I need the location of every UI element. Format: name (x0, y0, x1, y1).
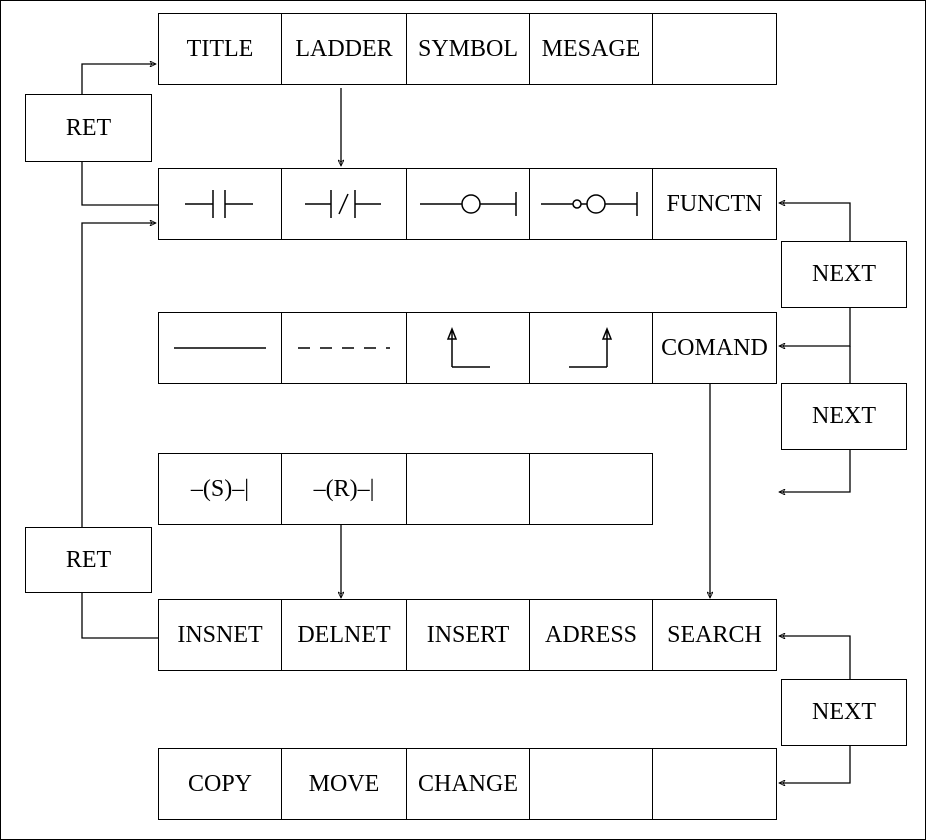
cell-insert-label: INSERT (426, 621, 510, 648)
cell-adress-label: ADRESS (544, 621, 638, 648)
arrow-next1-to-functn (779, 203, 851, 241)
cell-search[interactable]: SEARCH (652, 599, 777, 671)
cell-comand[interactable]: COMAND (652, 312, 777, 384)
cell-mesage[interactable]: MESAGE (529, 13, 653, 85)
arrow-next1-to-comand (779, 307, 851, 346)
cell-empty[interactable] (652, 748, 777, 820)
cell-empty[interactable] (406, 453, 530, 525)
cell-left-vertical[interactable] (406, 312, 530, 384)
cell-delnet-label: DELNET (297, 621, 391, 648)
cell-coil[interactable] (406, 168, 530, 240)
cell-mesage-label: MESAGE (541, 35, 641, 62)
cell-title-label: TITLE (186, 35, 254, 62)
cell-insnet-label: INSNET (177, 621, 263, 648)
cell-adress[interactable]: ADRESS (529, 599, 653, 671)
cell-move[interactable]: MOVE (281, 748, 407, 820)
line-row5-to-ret (81, 593, 158, 639)
cell-no-contact[interactable] (158, 168, 282, 240)
cell-reset-coil-label: –(R)–| (313, 475, 375, 502)
arrow-next2-to-row4 (779, 449, 851, 492)
arrow-next3-to-row6 (779, 745, 851, 783)
cell-insert[interactable]: INSERT (406, 599, 530, 671)
next-button-3[interactable]: NEXT (781, 679, 907, 746)
nc-contact-icon (299, 184, 389, 224)
cell-right-vertical[interactable] (529, 312, 653, 384)
left-vertical-line-icon (438, 323, 498, 373)
right-vertical-line-icon (561, 323, 621, 373)
cell-horizontal-line[interactable] (158, 312, 282, 384)
cell-copy-label: COPY (187, 770, 253, 797)
cell-set-coil[interactable]: –(S)–| (158, 453, 282, 525)
coil-icon (412, 184, 524, 224)
cell-change[interactable]: CHANGE (406, 748, 530, 820)
cell-title[interactable]: TITLE (158, 13, 282, 85)
cell-insnet[interactable]: INSNET (158, 599, 282, 671)
cell-ladder[interactable]: LADDER (281, 13, 407, 85)
cell-symbol[interactable]: SYMBOL (406, 13, 530, 85)
cell-negated-coil[interactable] (529, 168, 653, 240)
ret-button-top[interactable]: RET (25, 94, 152, 162)
next-button-2[interactable]: NEXT (781, 383, 907, 450)
next-button-label: NEXT (812, 261, 876, 287)
ret-button-label: RET (65, 114, 112, 141)
cell-nc-contact[interactable] (281, 168, 407, 240)
cell-empty[interactable] (652, 13, 777, 85)
horizontal-line-icon (170, 338, 270, 358)
cell-dashed-line[interactable] (281, 312, 407, 384)
cell-ladder-label: LADDER (295, 35, 393, 62)
next-button-label: NEXT (812, 403, 876, 429)
cell-empty[interactable] (529, 748, 653, 820)
cell-search-label: SEARCH (667, 621, 762, 648)
line-row2-to-ret (81, 161, 158, 206)
ret-button-label: RET (65, 546, 112, 573)
arrow-ret-to-row2 (81, 223, 156, 527)
cell-empty[interactable] (529, 453, 653, 525)
no-contact-icon (175, 184, 265, 224)
ret-button-bottom[interactable]: RET (25, 527, 152, 593)
cell-delnet[interactable]: DELNET (281, 599, 407, 671)
next-button-label: NEXT (812, 699, 876, 725)
cell-comand-label: COMAND (661, 334, 768, 361)
cell-move-label: MOVE (308, 770, 380, 797)
dashed-line-icon (294, 338, 394, 358)
arrow-next3-to-search (779, 636, 851, 679)
arrow-ret-to-title (81, 64, 156, 94)
cell-functn[interactable]: FUNCTN (652, 168, 777, 240)
negated-coil-icon (535, 184, 647, 224)
next-button-1[interactable]: NEXT (781, 241, 907, 308)
cell-reset-coil[interactable]: –(R)–| (281, 453, 407, 525)
cell-change-label: CHANGE (418, 770, 518, 797)
cell-symbol-label: SYMBOL (417, 35, 519, 62)
cell-set-coil-label: –(S)–| (190, 475, 250, 502)
cell-functn-label: FUNCTN (666, 190, 763, 217)
cell-copy[interactable]: COPY (158, 748, 282, 820)
